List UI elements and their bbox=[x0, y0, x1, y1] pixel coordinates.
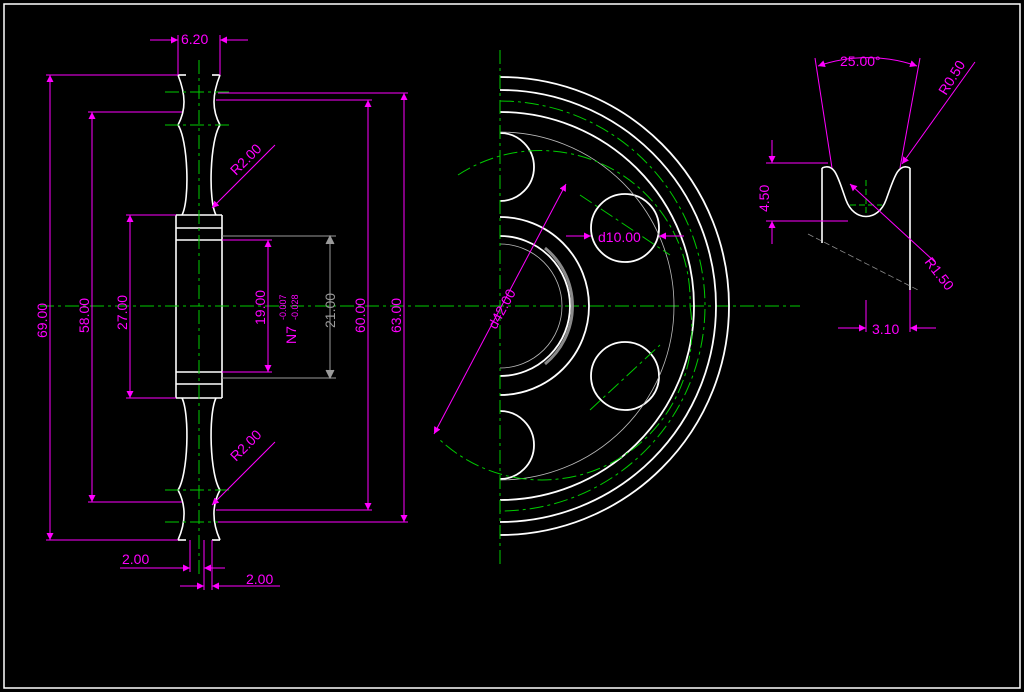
web-bottom-left bbox=[177, 397, 188, 491]
front-centerlines bbox=[439, 50, 706, 565]
lightening-hole-bottom bbox=[499, 410, 535, 480]
groove-detail bbox=[821, 165, 911, 290]
groove-profile bbox=[821, 165, 911, 218]
groove-centerline bbox=[850, 180, 882, 215]
rim-left-bottom bbox=[177, 489, 185, 541]
dim-step-left: 2.00 bbox=[122, 551, 149, 567]
dim-tol-upper: -0.007 bbox=[278, 294, 288, 320]
groove-construction bbox=[807, 233, 919, 291]
lightening-hole-1 bbox=[590, 193, 660, 263]
dim-hub-dia: 21.00 bbox=[322, 293, 338, 328]
web-top-left bbox=[177, 124, 188, 216]
dim-groove-width: 3.10 bbox=[872, 321, 899, 337]
dim-width-top: 6.20 bbox=[181, 31, 208, 47]
rim-arc-3 bbox=[499, 111, 695, 501]
dim-bore: 19.00 bbox=[252, 290, 268, 325]
section-dimensions bbox=[46, 35, 408, 590]
dim-tol-lower: -0.028 bbox=[290, 294, 300, 320]
dim-step-right: 2.00 bbox=[246, 571, 273, 587]
rim-right-bottom bbox=[213, 489, 221, 541]
dim-groove-angle: 25.00° bbox=[840, 53, 881, 69]
dim-groove-depth: 4.50 bbox=[756, 185, 772, 212]
lightening-hole-top bbox=[499, 132, 535, 202]
dim-fillet-top: R2.00 bbox=[227, 140, 265, 178]
rim-arc-2 bbox=[499, 89, 717, 523]
dim-60: 60.00 bbox=[352, 298, 368, 333]
lightening-hole-2 bbox=[590, 341, 660, 411]
dim-63: 63.00 bbox=[388, 298, 404, 333]
web-bottom-right bbox=[210, 397, 221, 491]
dim-tol-prefix: N7 bbox=[283, 326, 299, 344]
drawing-frame bbox=[3, 3, 1021, 689]
front-dimensions bbox=[433, 183, 684, 435]
dim-58: 58.00 bbox=[76, 298, 92, 333]
section-centerlines bbox=[40, 60, 800, 575]
dim-overall-dia: 69.00 bbox=[34, 303, 50, 338]
dim-pcd: d42.00 bbox=[485, 286, 519, 332]
dim-27: 27.00 bbox=[114, 295, 130, 330]
web-top-right bbox=[210, 124, 221, 216]
groove-dimensions bbox=[766, 57, 976, 332]
rim-right-top bbox=[213, 74, 221, 126]
hub-dimension bbox=[222, 234, 336, 380]
dim-groove-r-bottom: R1.50 bbox=[922, 254, 958, 293]
rim-left-top bbox=[177, 74, 185, 126]
outer-rim-arc bbox=[499, 76, 730, 536]
dim-hole-dia: d10.00 bbox=[598, 229, 641, 245]
